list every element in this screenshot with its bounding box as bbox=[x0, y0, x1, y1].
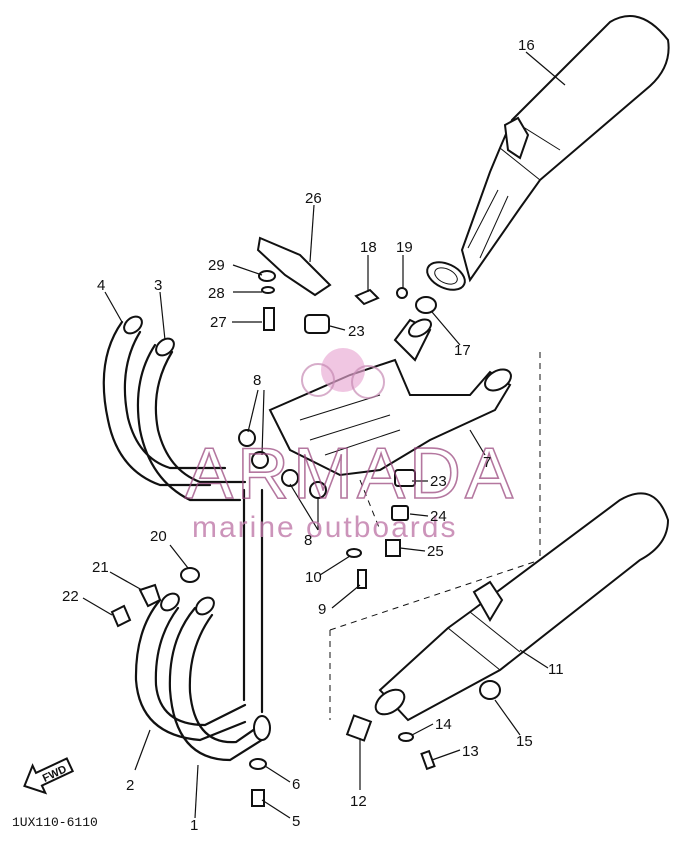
callout-17: 17 bbox=[454, 342, 471, 359]
callout-26: 26 bbox=[305, 190, 322, 207]
callout-9: 9 bbox=[318, 601, 326, 618]
callout-8-lower: 8 bbox=[304, 532, 312, 549]
forward-arrow: FWD bbox=[23, 757, 75, 795]
watermark: ARMADA marine outboards bbox=[184, 348, 517, 544]
callout-labels: 16 26 18 19 29 28 27 4 3 23 17 8 7 23 24… bbox=[62, 37, 564, 834]
callout-18: 18 bbox=[360, 239, 377, 256]
leader-lines bbox=[82, 51, 566, 819]
callout-27: 27 bbox=[210, 314, 227, 331]
callout-23-lower: 23 bbox=[430, 473, 447, 490]
muffler-upper bbox=[426, 15, 670, 291]
callout-25: 25 bbox=[427, 543, 444, 560]
callout-19: 19 bbox=[396, 239, 413, 256]
callout-16: 16 bbox=[518, 37, 535, 54]
callout-13: 13 bbox=[462, 743, 479, 760]
callout-29: 29 bbox=[208, 257, 225, 274]
callout-2: 2 bbox=[126, 777, 134, 794]
callout-20: 20 bbox=[150, 528, 167, 545]
callout-24: 24 bbox=[430, 508, 447, 525]
callout-22: 22 bbox=[62, 588, 79, 605]
callout-15: 15 bbox=[516, 733, 533, 750]
muffler-lower bbox=[374, 492, 670, 722]
collector-pipe bbox=[268, 318, 512, 477]
callout-14: 14 bbox=[435, 716, 452, 733]
callout-5: 5 bbox=[292, 813, 300, 830]
callout-4: 4 bbox=[97, 277, 105, 294]
callout-3: 3 bbox=[154, 277, 162, 294]
callout-12: 12 bbox=[350, 793, 367, 810]
callout-28: 28 bbox=[208, 285, 225, 302]
callout-6: 6 bbox=[292, 776, 300, 793]
assembly-lines bbox=[329, 352, 541, 720]
watermark-brand: ARMADA bbox=[185, 434, 517, 514]
diagram-code: 1UX110-6110 bbox=[12, 815, 98, 830]
callout-11: 11 bbox=[548, 661, 564, 678]
callout-21: 21 bbox=[92, 559, 109, 576]
watermark-tagline: marine outboards bbox=[192, 511, 457, 544]
callout-10: 10 bbox=[305, 569, 322, 586]
fwd-label: FWD bbox=[41, 763, 69, 784]
exhaust-pipes bbox=[102, 315, 271, 762]
callout-7: 7 bbox=[483, 454, 491, 471]
callout-1: 1 bbox=[190, 817, 198, 834]
small-parts bbox=[110, 236, 501, 807]
callout-23-upper: 23 bbox=[348, 323, 365, 340]
callout-8-upper: 8 bbox=[253, 372, 261, 389]
